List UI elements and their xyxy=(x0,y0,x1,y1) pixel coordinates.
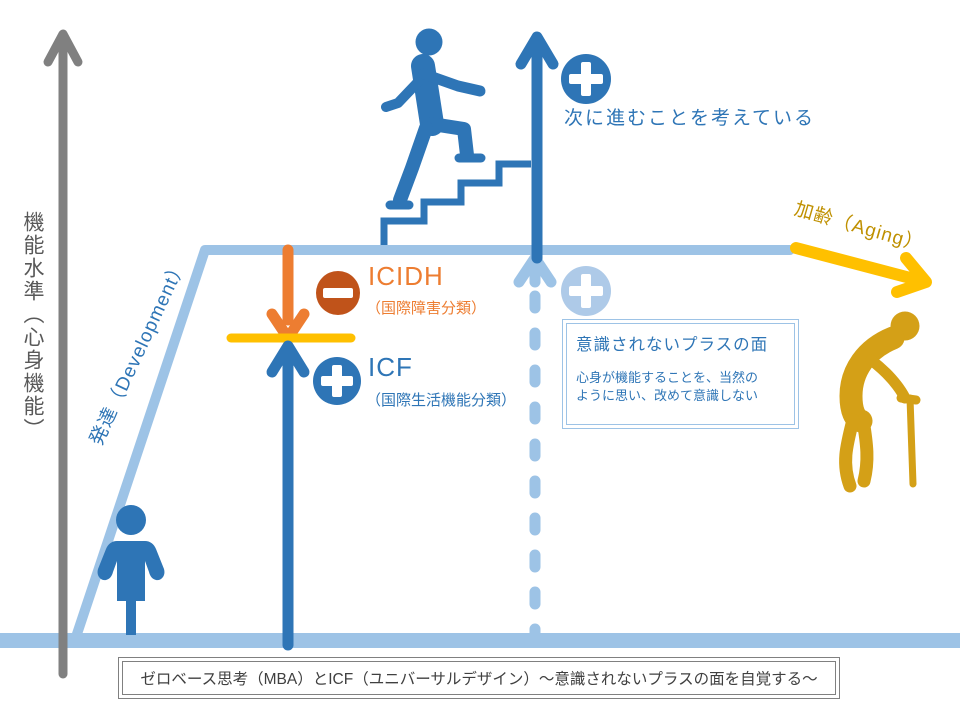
caption-text: ゼロベース思考（MBA）とICF（ユニバーサルデザイン）～意識されないプラスの面… xyxy=(140,671,818,688)
unnoticed-plus-body-line2: ように思い、改めて意識しない xyxy=(576,388,759,404)
caption-box: ゼロベース思考（MBA）とICF（ユニバーサルデザイン）～意識されないプラスの面… xyxy=(118,657,840,699)
unnoticed-plus-box-inner: 意識されないプラスの面 心身が機能することを、当然の ように思い、改めて意識しな… xyxy=(566,323,795,425)
next-step-note: 次に進むことを考えている xyxy=(564,108,816,129)
icf-up-arrow xyxy=(266,340,310,651)
y-axis-label: 機能水準（心身機能） xyxy=(21,211,44,441)
ground-baseline-bar xyxy=(0,633,960,648)
plus-circle-icf-icon xyxy=(313,357,361,405)
icidh-subtitle: （国際障害分類） xyxy=(366,300,487,317)
icf-subtitle: （国際生活機能分類） xyxy=(366,392,517,409)
staircase-outline xyxy=(380,160,531,245)
unnoticed-plus-box: 意識されないプラスの面 心身が機能することを、当然の ように思い、改めて意識しな… xyxy=(562,319,799,429)
unnoticed-plus-dashed-arrow xyxy=(513,252,557,646)
function-level-line xyxy=(71,245,795,642)
stair-climber-icon xyxy=(381,28,486,210)
caption-box-inner: ゼロベース思考（MBA）とICF（ユニバーサルデザイン）～意識されないプラスの面… xyxy=(122,661,836,695)
axis-arrow xyxy=(43,29,83,679)
down-arrow xyxy=(266,244,310,344)
elderly-icon xyxy=(839,311,921,493)
unnoticed-plus-body-line1: 心身が機能することを、当然の xyxy=(576,370,759,385)
faint-plus-circle-icon xyxy=(561,266,611,316)
child-icon xyxy=(97,505,165,635)
icidh-title: ICIDH xyxy=(368,261,444,291)
unnoticed-plus-title: 意識されないプラスの面 xyxy=(576,336,769,354)
aging-arrow xyxy=(790,242,932,298)
minus-circle-icon xyxy=(316,271,360,315)
plus-circle-top-icon xyxy=(561,54,611,104)
icf-title: ICF xyxy=(368,352,413,382)
up-arrow xyxy=(515,31,559,264)
